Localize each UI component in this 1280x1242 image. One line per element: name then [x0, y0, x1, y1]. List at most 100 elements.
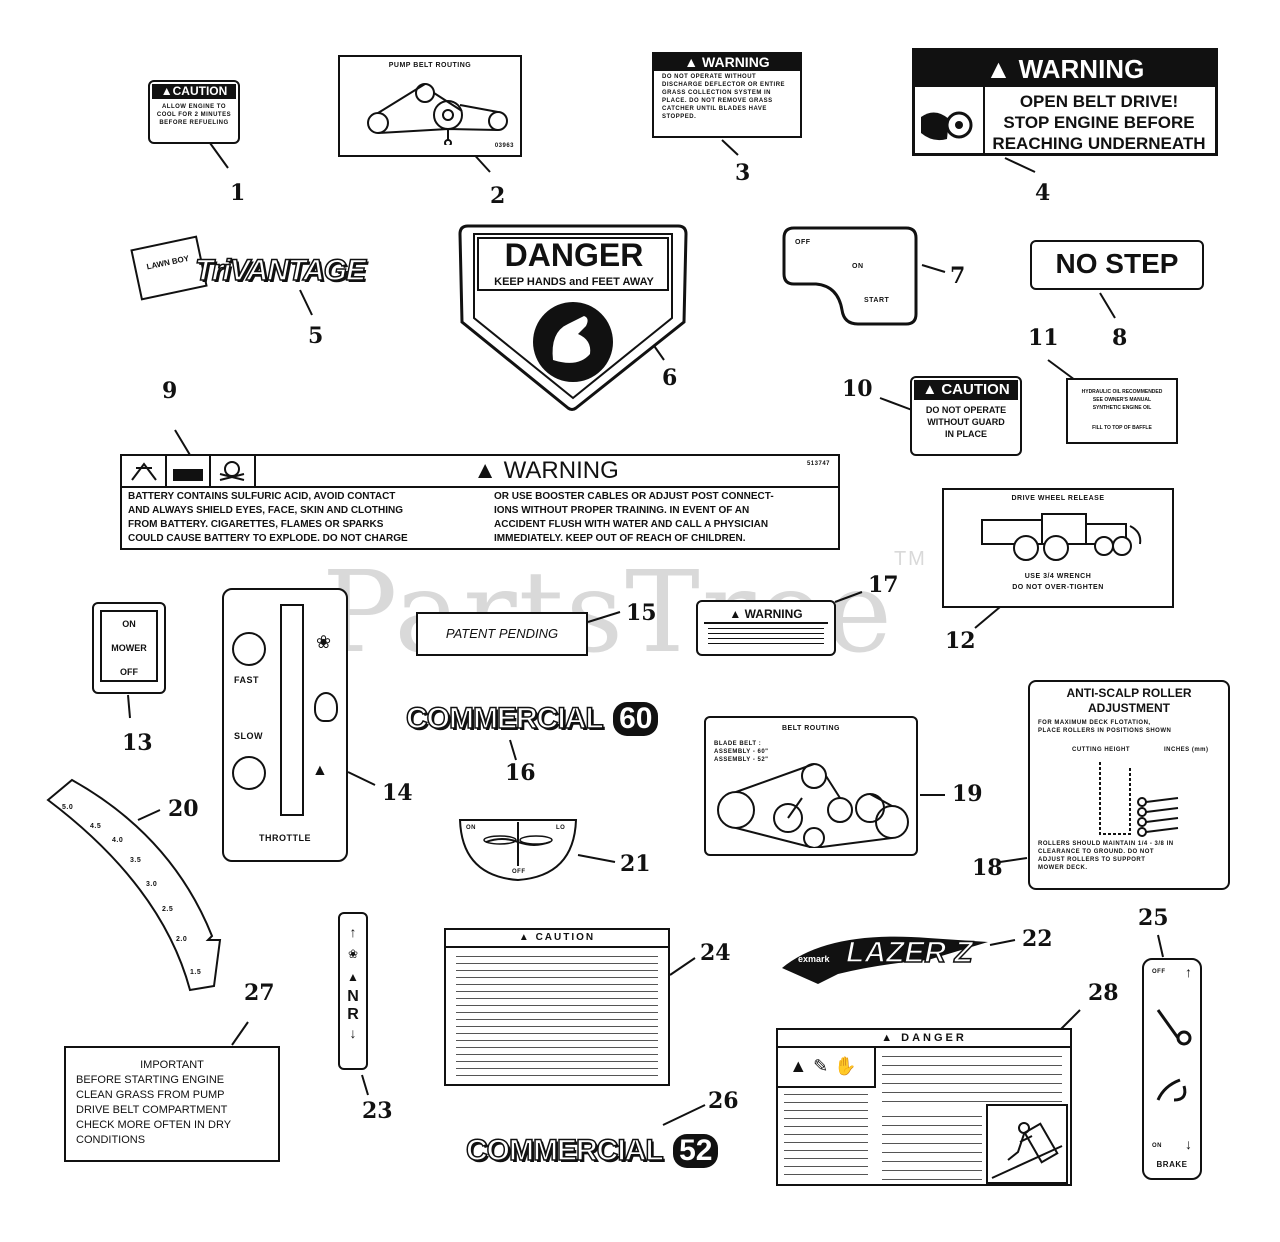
callout-2: 2: [490, 183, 506, 209]
callout-12: 12: [945, 628, 976, 654]
decal-9-battery-warning: ▲ WARNING 513747 BATTERY CONTAINS SULFUR…: [120, 454, 840, 550]
decal-23-direction-strip: ↑ ❀ ▲ N R ↓: [338, 912, 368, 1070]
decal-4-header: ▲ WARNING: [915, 51, 1215, 87]
drive-wheel-diagram: [981, 513, 1142, 561]
rabbit-icon: ❀: [316, 632, 332, 652]
callout-3: 3: [735, 160, 751, 186]
decal-28-left-print: [784, 1092, 868, 1180]
decal-11-oil-label: HYDRAULIC OIL RECOMMENDED SEE OWNER'S MA…: [1066, 378, 1178, 444]
arc-tick: 3.0: [146, 881, 158, 888]
decal-17-warning: ▲ WARNING: [696, 600, 836, 656]
decal-18-footer: ROLLERS SHOULD MAINTAIN 1/4 - 3/8 IN CLE…: [1038, 840, 1174, 872]
fast-dot: [232, 632, 266, 666]
callout-8: 8: [1112, 325, 1128, 351]
rollover-pictogram: [986, 1104, 1068, 1184]
decal-17-header: ▲ WARNING: [704, 606, 828, 624]
decal-9-left-line: AND ALWAYS SHIELD EYES, FACE, SKIN AND C…: [128, 505, 404, 516]
decal-25-off: OFF: [1152, 969, 1166, 975]
decal-14-fast: FAST: [234, 675, 260, 685]
decal-9-right-line: IONS WITHOUT PROPER TRAINING. IN EVENT O…: [494, 505, 750, 516]
decal-24-fine-print: [456, 954, 658, 1078]
decal-7-start: START: [864, 297, 890, 304]
decal-3-warning: ▲ WARNING DO NOT OPERATE WITHOUT DISCHAR…: [652, 52, 802, 138]
turtle-icon: ▲: [312, 762, 328, 779]
callout-13: 13: [122, 730, 153, 756]
callout-28: 28: [1088, 980, 1119, 1006]
decal-9-right-line: ACCIDENT FLUSH WITH WATER AND CALL A PHY…: [494, 519, 769, 530]
decal-18-foot4: MOWER DECK.: [1038, 865, 1088, 871]
callout-16: 16: [505, 760, 536, 786]
callout-9: 9: [162, 378, 178, 404]
decal-18-foot3: ADJUST ROLLERS TO SUPPORT: [1038, 857, 1146, 863]
turtle-icon: ▲: [347, 970, 359, 984]
decal-10-text: DO NOT OPERATE WITHOUT GUARD IN PLACE: [912, 404, 1020, 440]
up-arrow-icon: ↑: [349, 924, 357, 940]
decal-18-intro2: PLACE ROLLERS IN POSITIONS SHOWN: [1038, 728, 1172, 734]
decal-21-choke-dial: [458, 819, 578, 882]
decal-14-throttle: FAST SLOW ❀ ▲ THROTTLE: [222, 588, 348, 862]
decal-7-ignition-outline: [782, 226, 918, 326]
decal-19-sub3: ASSEMBLY - 52": [714, 757, 769, 763]
arc-tick: 4.0: [112, 837, 124, 844]
roller-diagram: [1099, 762, 1179, 837]
decal-18-col1: CUTTING HEIGHT: [1072, 747, 1130, 753]
watermark-tm: TM: [893, 548, 927, 570]
decal-18-foot1: ROLLERS SHOULD MAINTAIN 1/4 - 3/8 IN: [1038, 841, 1174, 847]
decal-27-line: CHECK MORE OFTEN IN DRY: [76, 1119, 232, 1131]
decal-13-mower: MOWER: [111, 643, 147, 653]
callout-27: 27: [244, 980, 275, 1006]
decal-7-off: OFF: [795, 239, 811, 246]
decal-26-word: COMMERCIAL: [465, 1133, 664, 1168]
decal-4-line2: STOP ENGINE BEFORE: [1003, 113, 1195, 132]
decal-12-title: DRIVE WHEEL RELEASE: [1011, 495, 1105, 502]
decal-13-inner: ON MOWER OFF: [100, 610, 158, 682]
decal-25-brake-lever: OFF ↑ ON ↓ BRAKE: [1142, 958, 1202, 1180]
decal-18-title: ANTI-SCALP ROLLER ADJUSTMENT: [1030, 686, 1228, 716]
decal-27-important: IMPORTANT BEFORE STARTING ENGINE CLEAN G…: [64, 1046, 280, 1162]
decal-27-heading: IMPORTANT: [140, 1059, 204, 1071]
decal-7-on: ON: [852, 263, 864, 270]
brake-lever-diagram: [1156, 1009, 1192, 1102]
decal-23-n: N: [347, 988, 359, 1005]
choke-icon: [314, 692, 338, 722]
decal-18-col2: INCHES (mm): [1164, 747, 1209, 753]
callout-24: 24: [700, 940, 731, 966]
decal-1-caution: ▲CAUTION ALLOW ENGINE TO COOL FOR 2 MINU…: [148, 80, 240, 144]
decal-2-title: PUMP BELT ROUTING: [388, 62, 472, 69]
lazer-z-wordmark: LAZER Z: [845, 935, 973, 970]
lazer-z-swoosh: [782, 936, 988, 984]
decal-13-mower-switch: ON MOWER OFF: [92, 602, 166, 694]
callout-6: 6: [662, 365, 678, 391]
decal-8-no-step: NO STEP: [1030, 240, 1204, 290]
decal-20-height-arc: [46, 778, 222, 992]
callout-26: 26: [708, 1088, 739, 1114]
slow-dot: [232, 756, 266, 790]
arc-tick: 2.5: [162, 906, 174, 913]
decal-26-commercial-52: COMMERCIAL 52: [465, 1133, 719, 1168]
belt-hand-icon: [915, 87, 985, 153]
decal-9-right-text: OR USE BOOSTER CABLES OR ADJUST POST CON…: [494, 490, 774, 546]
decal-9-left-text: BATTERY CONTAINS SULFURIC ACID, AVOID CO…: [128, 490, 408, 546]
decal-18-foot2: CLEARANCE TO GROUND. DO NOT: [1038, 849, 1155, 855]
decal-22-lazer-z-logo: exmark LAZER Z: [778, 924, 992, 998]
up-arrow-icon: ↑: [1185, 964, 1192, 980]
decal-16-word: COMMERCIAL: [405, 701, 604, 736]
decal-28-top-print: [882, 1054, 1062, 1110]
decal-18-title2: ADJUSTMENT: [1087, 701, 1170, 715]
decal-10-line2: WITHOUT GUARD: [927, 417, 1005, 427]
decal-18-anti-scalp: ANTI-SCALP ROLLER ADJUSTMENT FOR MAXIMUM…: [1028, 680, 1230, 890]
callout-15: 15: [626, 600, 657, 626]
decal-14-throttle-label: THROTTLE: [259, 833, 311, 843]
decal-19-sub: BLADE BELT : ASSEMBLY - 60" ASSEMBLY - 5…: [714, 740, 769, 764]
decal-21-bottom: OFF: [512, 869, 526, 875]
decal-27-line: DRIVE BELT COMPARTMENT: [76, 1104, 228, 1116]
decal-19-title: BELT ROUTING: [782, 725, 840, 732]
decal-12-drive-wheel-release: DRIVE WHEEL RELEASE USE 3/4 WRENCH DO NO…: [942, 488, 1174, 608]
down-arrow-icon: ↓: [349, 1025, 357, 1041]
decal-10-caution-guard: ▲ CAUTION DO NOT OPERATE WITHOUT GUARD I…: [910, 376, 1022, 456]
operator-rollover-icon: [991, 1122, 1063, 1179]
decal-12-line2: DO NOT OVER-TIGHTEN: [1012, 584, 1104, 591]
decal-25-on: ON: [1152, 1143, 1162, 1149]
callout-5: 5: [308, 323, 324, 349]
decal-4-line3: REACHING UNDERNEATH: [992, 134, 1206, 153]
